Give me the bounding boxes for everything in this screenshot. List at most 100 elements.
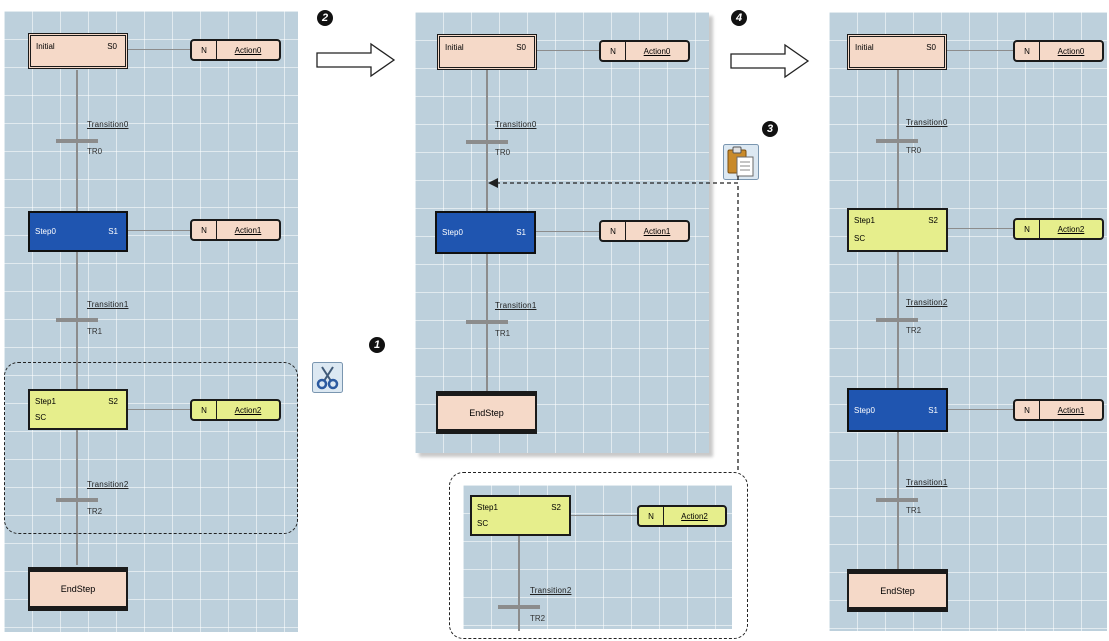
action-label[interactable]: Action2 <box>681 511 708 521</box>
step-badge-1: 1 <box>369 337 385 353</box>
transition-bar <box>56 498 98 502</box>
scissors-icon[interactable] <box>312 362 343 393</box>
cut-selection-box <box>4 362 298 534</box>
action-connector <box>537 50 599 51</box>
action-block-action1[interactable]: N Action1 <box>1013 399 1104 421</box>
step-name: Step0 <box>442 228 463 237</box>
action-qualifier: N <box>601 222 626 240</box>
clipboard-contents-box <box>449 472 748 639</box>
action-label[interactable]: Action1 <box>234 225 262 235</box>
action-qualifier: N <box>192 221 217 239</box>
transition-label[interactable]: Transition2 <box>87 480 129 489</box>
action-label[interactable]: Action1 <box>1057 405 1085 415</box>
action-label[interactable]: Action2 <box>1057 224 1085 234</box>
action-label[interactable]: Action1 <box>643 226 671 236</box>
step-number: S1 <box>928 406 938 415</box>
step-number: S0 <box>926 43 936 52</box>
step-badge-4: 4 <box>731 10 747 26</box>
sfc-main-line <box>518 535 520 631</box>
transition-tr-label: TR0 <box>495 148 511 157</box>
paste-clipboard-icon[interactable] <box>723 144 759 180</box>
step-comment: SC <box>477 519 489 528</box>
step-number: S1 <box>108 227 118 236</box>
action-block-action1[interactable]: N Action1 <box>190 219 281 241</box>
action-block-action0[interactable]: N Action0 <box>599 40 690 62</box>
action-block-action2[interactable]: N Action2 <box>1013 218 1104 240</box>
step-badge-3: 3 <box>762 121 778 137</box>
action-block-action0[interactable]: N Action0 <box>1013 40 1104 62</box>
step-name: EndStep <box>60 584 96 594</box>
transition-label[interactable]: Transition1 <box>906 478 948 487</box>
transition-tr-label: TR1 <box>87 327 103 336</box>
sfc-panel-result <box>829 12 1107 631</box>
sfc-panel-original <box>4 11 298 632</box>
end-step[interactable]: EndStep <box>436 391 537 434</box>
step-step1[interactable]: Step1 S2 SC <box>28 389 128 430</box>
action-connector <box>128 49 190 50</box>
transition-tr-label: TR1 <box>906 506 922 515</box>
transition-label[interactable]: Transition0 <box>87 120 129 129</box>
action-connector <box>128 230 190 231</box>
flow-arrow-right-icon <box>730 43 810 79</box>
step-name: Step0 <box>854 406 875 415</box>
initial-step[interactable]: Initial S0 <box>437 34 537 70</box>
step-step1[interactable]: Step1 S2 SC <box>847 208 948 252</box>
step-name: EndStep <box>469 407 504 418</box>
flow-arrow-right-icon <box>316 42 396 78</box>
action-qualifier: N <box>601 42 626 60</box>
action-qualifier: N <box>1015 220 1040 238</box>
transition-label[interactable]: Transition2 <box>530 586 572 595</box>
transition-label[interactable]: Transition1 <box>495 301 537 310</box>
step-number: S1 <box>516 228 526 237</box>
step-comment: SC <box>854 234 866 243</box>
step-name: EndStep <box>880 585 915 596</box>
step-step1[interactable]: Step1 S2 SC <box>470 495 571 536</box>
transition-bar <box>56 139 98 143</box>
end-step[interactable]: EndStep <box>847 569 948 612</box>
step-name: Initial <box>36 42 55 51</box>
transition-tr-label: TR2 <box>530 614 546 623</box>
action-label[interactable]: Action0 <box>1057 46 1085 56</box>
transition-bar <box>876 318 918 322</box>
action-block-action2[interactable]: N Action2 <box>190 399 281 421</box>
step-number: S2 <box>108 397 118 406</box>
step-number: S0 <box>516 43 526 52</box>
action-block-action0[interactable]: N Action0 <box>190 39 281 61</box>
step-step0[interactable]: Step0 S1 <box>28 211 128 252</box>
transition-tr-label: TR2 <box>906 326 922 335</box>
initial-step[interactable]: Initial S0 <box>28 33 128 69</box>
transition-tr-label: TR2 <box>87 507 103 516</box>
step-number: S2 <box>928 216 938 225</box>
step-step0[interactable]: Step0 S1 <box>847 388 948 432</box>
action-qualifier: N <box>1015 401 1040 419</box>
step-number: S0 <box>107 42 117 51</box>
action-label[interactable]: Action2 <box>234 405 262 415</box>
transition-label[interactable]: Transition0 <box>495 120 537 129</box>
transition-label[interactable]: Transition2 <box>906 298 948 307</box>
action-connector <box>948 228 1013 229</box>
paste-target-arrow <box>488 176 739 472</box>
action-block-action1[interactable]: N Action1 <box>599 220 690 242</box>
step-step0[interactable]: Step0 S1 <box>435 211 536 254</box>
action-label[interactable]: Action0 <box>643 46 671 56</box>
step-name: Step1 <box>477 503 498 512</box>
action-qualifier: N <box>192 41 217 59</box>
action-block-action2[interactable]: N Action2 <box>637 505 727 527</box>
transition-tr-label: TR1 <box>495 329 511 338</box>
action-connector <box>128 409 190 410</box>
step-name: Initial <box>445 43 464 52</box>
action-connector <box>947 50 1013 51</box>
initial-step[interactable]: Initial S0 <box>847 34 947 70</box>
transition-label[interactable]: Transition0 <box>906 118 948 127</box>
step-badge-2: 2 <box>317 10 333 26</box>
step-name: Step1 <box>35 397 56 406</box>
step-number: S2 <box>551 503 561 512</box>
transition-tr-label: TR0 <box>906 146 922 155</box>
end-step[interactable]: EndStep <box>28 567 128 611</box>
step-comment: SC <box>35 413 47 422</box>
action-qualifier: N <box>1015 42 1040 60</box>
transition-tr-label: TR0 <box>87 147 103 156</box>
action-connector <box>536 231 599 232</box>
transition-label[interactable]: Transition1 <box>87 300 129 309</box>
action-label[interactable]: Action0 <box>234 45 262 55</box>
